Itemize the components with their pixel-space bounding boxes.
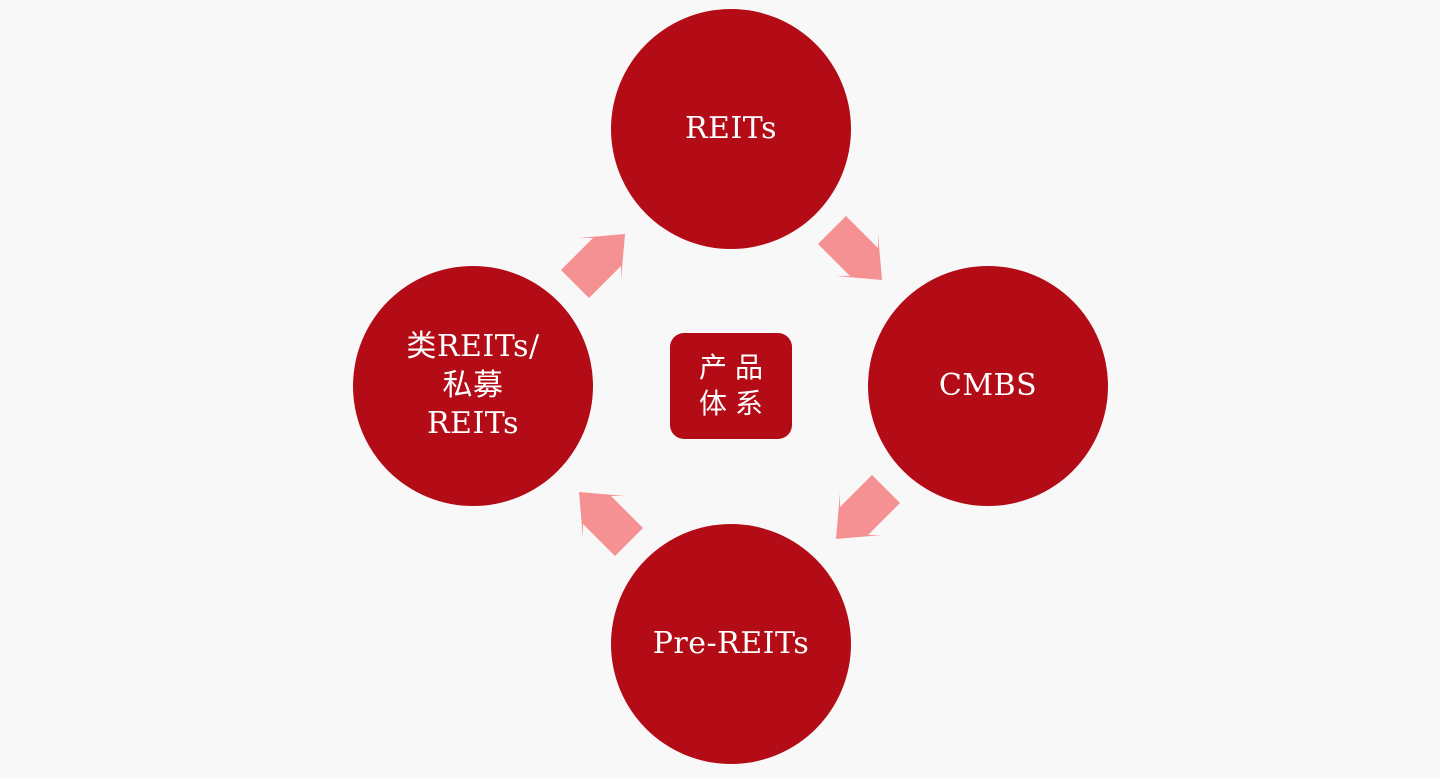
node-cmbs: CMBS [868,266,1108,506]
node-cmbs-label: CMBS [938,367,1038,403]
arrow-right-to-bottom [830,475,900,545]
node-quasi-reits-line-2: 私募 [442,367,504,403]
arrow-top-to-right [818,216,888,286]
center-product-system: 产品 体系 [670,333,792,439]
arrow-up-right-icon [561,234,625,298]
arrow-up-left-icon [579,492,643,556]
node-pre-reits-label: Pre-REITs [652,625,810,661]
node-quasi-reits-line-3: REITs [426,406,520,442]
center-label-line-1: 产品 [698,350,771,384]
node-quasi-reits: 类REITs/ 私募 REITs [353,266,593,506]
node-quasi-reits-line-1: 类REITs/ [406,329,540,365]
node-reits: REITs [611,9,851,249]
arrow-down-right-icon [818,216,882,280]
arrow-bottom-to-left [573,486,643,556]
node-reits-label: REITs [684,110,778,146]
arrow-left-to-top [561,228,631,298]
node-pre-reits: Pre-REITs [611,524,851,764]
center-label-line-2: 体系 [698,387,771,420]
arrow-down-left-icon [836,475,900,539]
